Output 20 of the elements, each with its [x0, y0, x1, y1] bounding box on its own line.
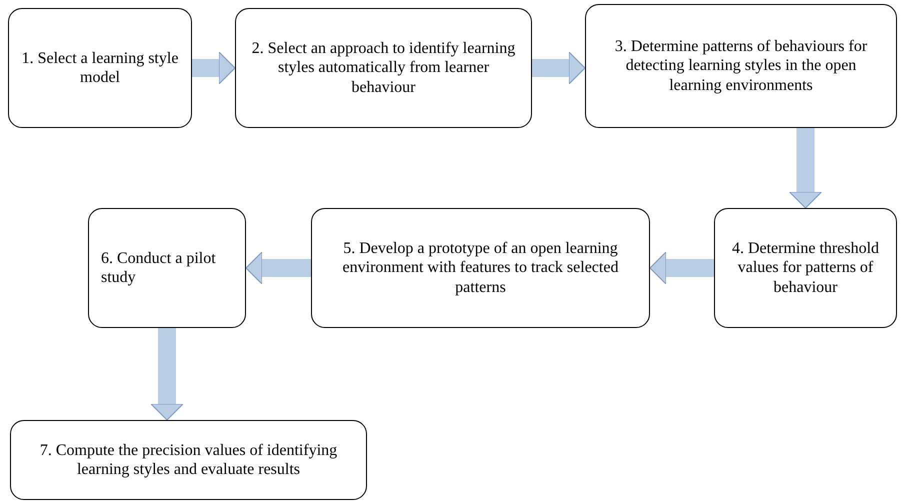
step-text: 2. Select an approach to identify learning styles automatically from learner behaviour: [250, 39, 516, 97]
process-box: [585, 4, 897, 128]
block-arrow: [532, 52, 586, 84]
block-arrow: [650, 252, 714, 284]
process-box: [714, 208, 897, 328]
step-text: 1. Select a learning style model: [21, 48, 179, 88]
block-arrow: [789, 128, 822, 208]
process-box: [10, 420, 367, 500]
step-text: 3. Determine patterns of behaviours for detecting learning styles in the open learning environments: [614, 37, 868, 95]
process-box: [88, 208, 246, 328]
block-arrow: [192, 52, 236, 84]
process-box: [235, 8, 532, 128]
step-text: 4. Determine threshold values for patterns of behaviour: [730, 239, 880, 297]
block-arrow: [150, 328, 184, 420]
process-box: [311, 208, 650, 328]
block-arrow: [246, 252, 311, 284]
process-box: [8, 8, 192, 128]
step-text: 5. Develop a prototype of an open learning environment with features to track selected patterns: [342, 239, 620, 297]
step-text: 7. Compute the precision values of identifying learning styles and evaluate results: [38, 440, 338, 480]
step-text: 6. Conduct a pilot study: [101, 248, 217, 288]
